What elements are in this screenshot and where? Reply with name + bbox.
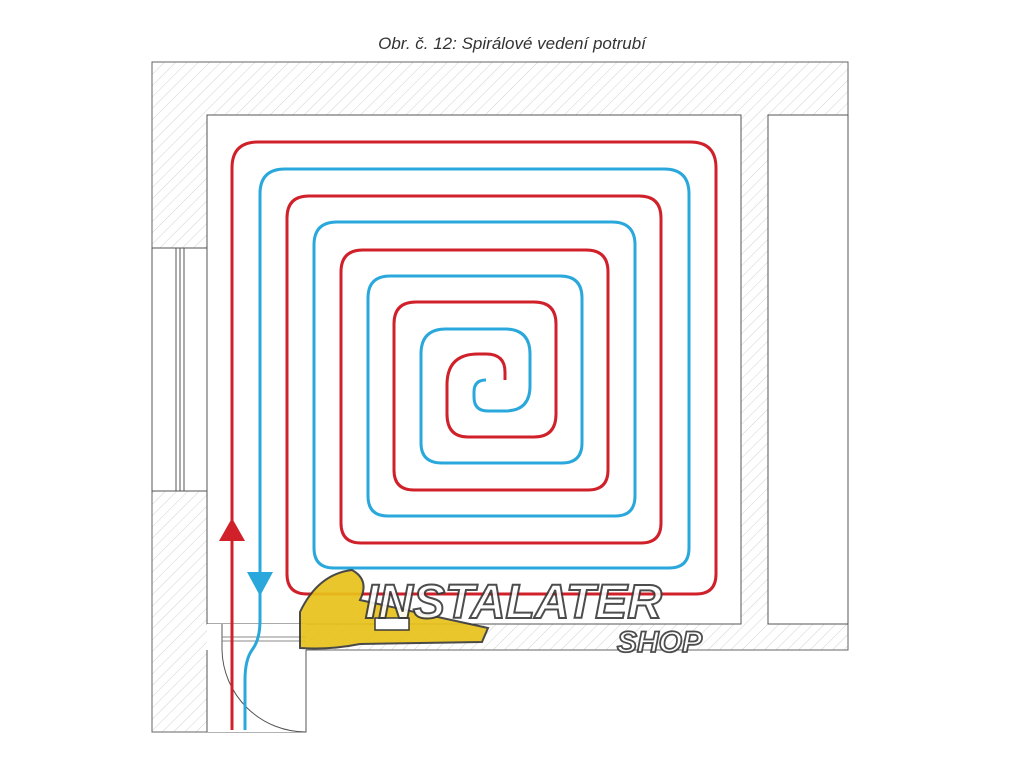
return-arrow-down-icon (247, 572, 273, 596)
instalater-logo-icon: INSTALATER SHOP (299, 568, 704, 660)
logo-brand: INSTALATER (365, 576, 662, 629)
door-swing-icon (221, 649, 307, 733)
adjacent-room (767, 114, 849, 625)
figure-caption: Obr. č. 12: Spirálové vedení potrubí (378, 34, 646, 53)
window (151, 247, 208, 492)
supply-pipe (230, 140, 718, 730)
supply-arrow-up-icon (219, 518, 245, 541)
logo-sub: SHOP (617, 626, 703, 659)
walls (151, 61, 849, 733)
return-pipe (243, 167, 691, 730)
